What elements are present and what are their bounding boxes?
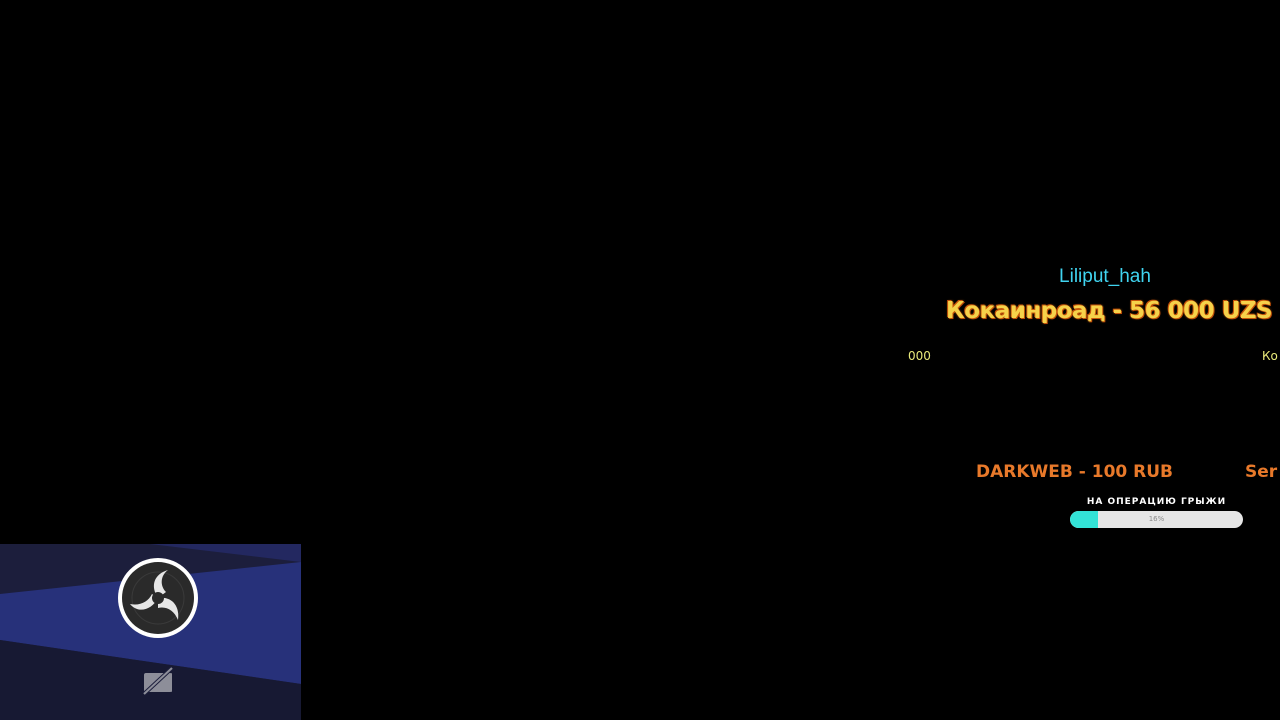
ticker-fragment-left: 000 [908,349,931,363]
donation-message: Кокаинроад - 56 000 UZS [946,298,1273,324]
donation-ticker-small: 000 Ко [0,349,1280,367]
obs-source-placeholder [0,544,301,720]
ticker-fragment-right: Ser [1245,462,1278,482]
goal-progress-fill [1070,511,1098,528]
goal-percent-label: 16% [1148,515,1165,523]
donor-name: Liliput_hah [1059,266,1151,287]
camera-off-icon [142,666,174,696]
donation-ticker-large: DARKWEB - 100 RUB Ser [0,462,1280,486]
goal-progress-bar: 16% [1070,511,1243,528]
ticker-entry: DARKWEB - 100 RUB [976,462,1174,482]
ticker-fragment-right: Ко [1262,349,1278,363]
obs-logo-icon [118,558,198,638]
goal-title: НА ОПЕРАЦИЮ ГРЫЖИ [1086,497,1227,507]
